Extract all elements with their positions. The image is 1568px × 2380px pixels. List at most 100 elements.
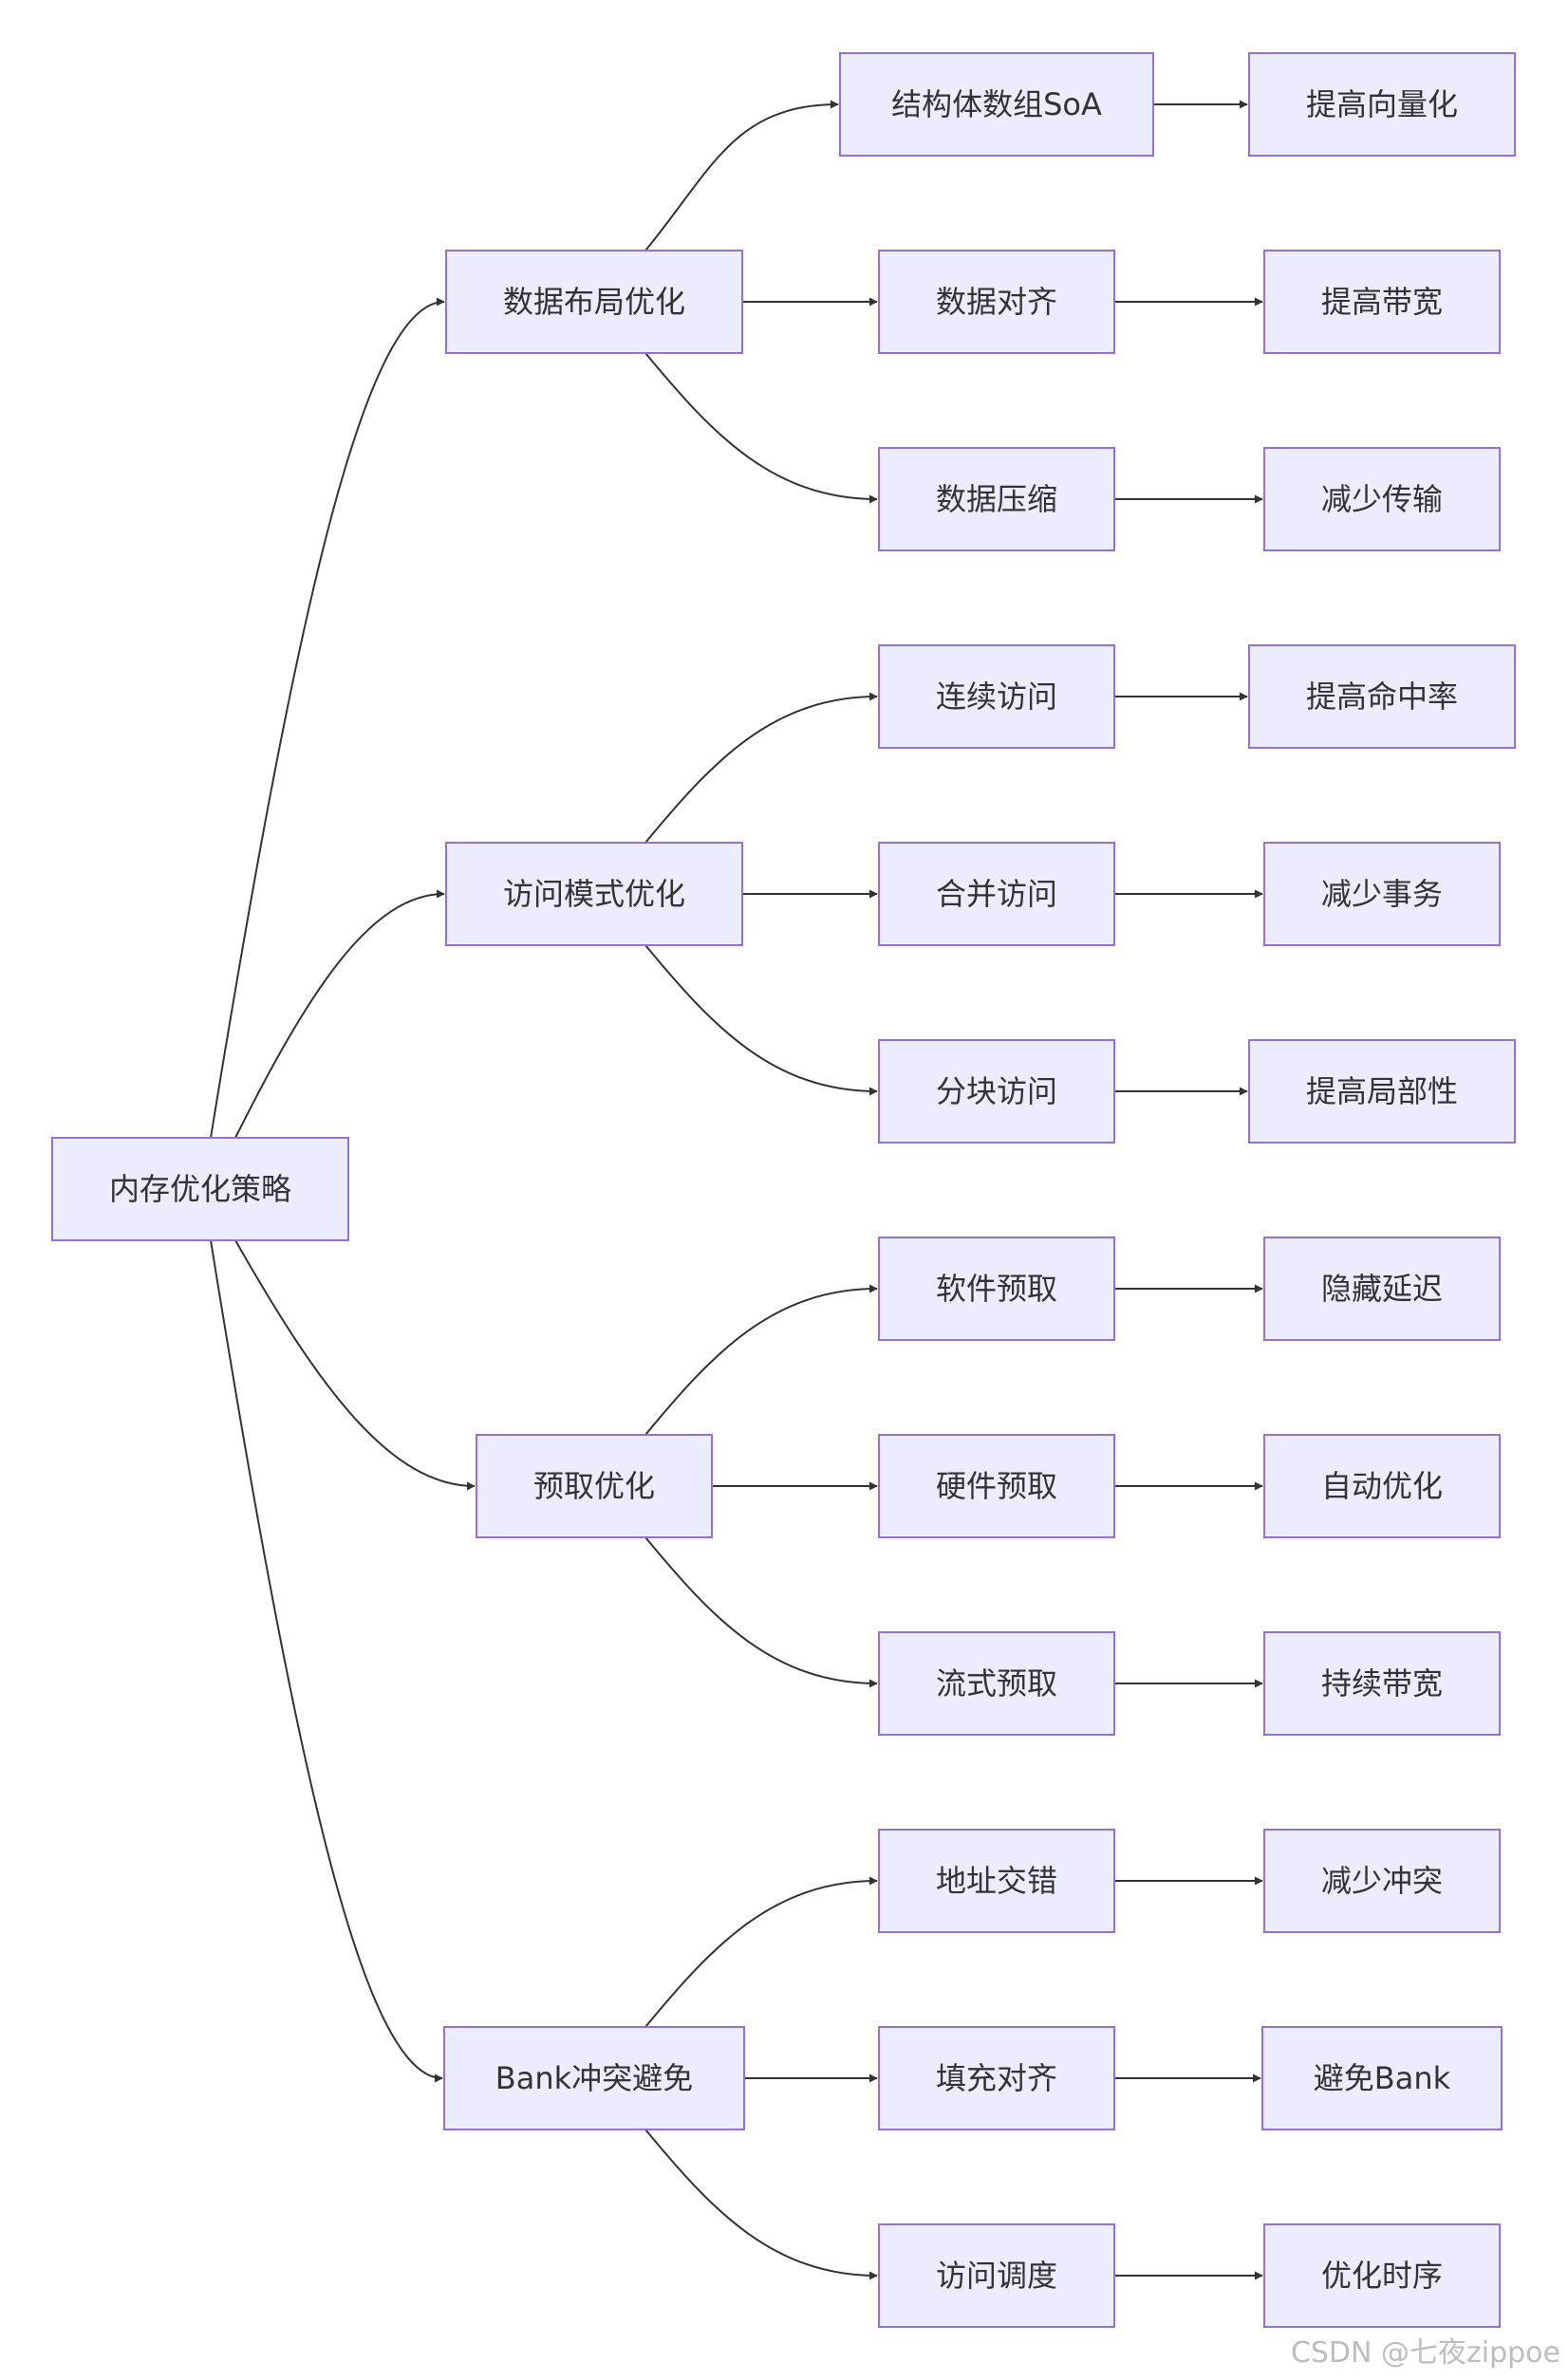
branch-node-1-box (445, 250, 743, 354)
result-node-4-3: 优化时序 (1263, 2223, 1501, 2328)
edge-root-to-branch-2 (234, 889, 445, 1139)
watermark: CSDN @七夜zippoe (1290, 2336, 1560, 2370)
child-node-3-3-label: 流式预取 (936, 1665, 1057, 1701)
result-node-2-2-box (1263, 842, 1501, 946)
edge-branch-1-to-child-3 (644, 352, 878, 504)
result-node-1-3-box (1263, 447, 1501, 551)
branch-node-3: 预取优化 (476, 1434, 713, 1538)
child-node-1-3: 数据压缩 (878, 447, 1115, 551)
edge-branch-2-to-child-1 (644, 692, 878, 844)
child-node-1-3-label: 数据压缩 (936, 481, 1057, 517)
child-node-1-2: 数据对齐 (878, 250, 1115, 354)
child-node-2-2-box (878, 842, 1115, 946)
result-node-2-1-label: 提高命中率 (1306, 679, 1458, 715)
result-node-4-2-box (1261, 2026, 1503, 2130)
branch-node-1: 数据布局优化 (445, 250, 743, 354)
result-node-2-2: 减少事务 (1263, 842, 1501, 946)
branch-node-2-box (445, 842, 743, 946)
result-node-1-1-label: 提高向量化 (1306, 86, 1458, 122)
edge-root-to-branch-3 (234, 1239, 476, 1491)
result-node-2-3-label: 提高局部性 (1306, 1073, 1458, 1109)
result-node-1-1: 提高向量化 (1248, 52, 1516, 157)
edge-branch-1-to-child-1 (644, 100, 839, 251)
branch-node-1-label: 数据布局优化 (503, 284, 685, 320)
result-node-3-1: 隐藏延迟 (1263, 1236, 1501, 1341)
child-node-4-2-box (878, 2026, 1115, 2130)
child-node-1-2-label: 数据对齐 (936, 284, 1057, 320)
root-node-box (51, 1137, 349, 1241)
child-node-1-1-label: 结构体数组SoA (891, 86, 1102, 122)
child-node-3-3-box (878, 1631, 1115, 1736)
branch-node-4-box (443, 2026, 745, 2130)
child-node-3-1-label: 软件预取 (936, 1271, 1057, 1307)
result-node-3-2-box (1263, 1434, 1501, 1538)
result-node-1-2-label: 提高带宽 (1321, 284, 1443, 320)
result-node-4-3-label: 优化时序 (1321, 2258, 1443, 2294)
result-node-2-1: 提高命中率 (1248, 644, 1516, 749)
child-node-1-1-box (839, 52, 1154, 157)
child-node-2-1: 连续访问 (878, 644, 1115, 749)
child-node-1-1: 结构体数组SoA (839, 52, 1154, 157)
edge-branch-3-to-child-1 (644, 1284, 878, 1436)
child-node-4-3: 访问调度 (878, 2223, 1115, 2328)
result-node-4-1-label: 减少冲突 (1321, 1863, 1443, 1899)
result-node-4-1-box (1263, 1829, 1501, 1933)
result-node-4-1: 减少冲突 (1263, 1829, 1501, 1933)
result-node-3-2: 自动优化 (1263, 1434, 1501, 1538)
result-node-2-3: 提高局部性 (1248, 1039, 1516, 1144)
root-node-label: 内存优化策略 (109, 1171, 291, 1207)
edges-layer (210, 100, 1263, 2280)
branch-node-4-label: Bank冲突避免 (495, 2060, 693, 2096)
branch-node-3-box (476, 1434, 713, 1538)
child-node-1-3-box (878, 447, 1115, 551)
child-node-4-1: 地址交错 (878, 1829, 1115, 1933)
edge-branch-3-to-child-3 (644, 1536, 878, 1688)
child-node-4-3-box (878, 2223, 1115, 2328)
child-node-4-2-label: 填充对齐 (936, 2060, 1057, 2096)
child-node-3-2-box (878, 1434, 1115, 1538)
child-node-2-3-box (878, 1039, 1115, 1144)
result-node-3-1-box (1263, 1236, 1501, 1341)
branch-node-4: Bank冲突避免 (443, 2026, 745, 2130)
child-node-2-1-box (878, 644, 1115, 749)
child-node-3-3: 流式预取 (878, 1631, 1115, 1736)
child-node-4-3-label: 访问调度 (936, 2258, 1057, 2294)
child-node-3-1: 软件预取 (878, 1236, 1115, 1341)
result-node-3-3-box (1263, 1631, 1501, 1736)
child-node-2-3: 分块访问 (878, 1039, 1115, 1144)
result-node-4-3-box (1263, 2223, 1501, 2328)
result-node-2-3-box (1248, 1039, 1516, 1144)
edge-root-to-branch-1 (210, 297, 445, 1139)
edge-root-to-branch-4 (210, 1239, 443, 2083)
branch-node-3-label: 预取优化 (533, 1468, 655, 1504)
child-node-2-1-label: 连续访问 (936, 679, 1057, 715)
edge-branch-2-to-child-3 (644, 944, 878, 1096)
child-node-2-3-label: 分块访问 (936, 1073, 1057, 1109)
result-node-2-1-box (1248, 644, 1516, 749)
result-node-4-2-label: 避免Bank (1314, 2060, 1451, 2096)
child-node-4-1-box (878, 1829, 1115, 1933)
result-node-1-3: 减少传输 (1263, 447, 1501, 551)
child-node-2-2: 合并访问 (878, 842, 1115, 946)
result-node-3-2-label: 自动优化 (1321, 1468, 1443, 1504)
result-node-1-2: 提高带宽 (1263, 250, 1501, 354)
result-node-1-1-box (1248, 52, 1516, 157)
result-node-3-3-label: 持续带宽 (1321, 1665, 1443, 1701)
root-node: 内存优化策略 (51, 1137, 349, 1241)
child-node-3-2-label: 硬件预取 (936, 1468, 1057, 1504)
child-node-4-2: 填充对齐 (878, 2026, 1115, 2130)
edge-branch-4-to-child-1 (644, 1876, 878, 2028)
branch-node-2-label: 访问模式优化 (503, 876, 685, 912)
result-node-1-2-box (1263, 250, 1501, 354)
child-node-4-1-label: 地址交错 (936, 1863, 1057, 1899)
result-node-2-2-label: 减少事务 (1321, 876, 1443, 912)
result-node-4-2: 避免Bank (1261, 2026, 1503, 2130)
child-node-3-2: 硬件预取 (878, 1434, 1115, 1538)
result-node-1-3-label: 减少传输 (1321, 481, 1443, 517)
child-node-3-1-box (878, 1236, 1115, 1341)
child-node-2-2-label: 合并访问 (936, 876, 1057, 912)
edge-branch-4-to-child-3 (644, 2129, 878, 2280)
child-node-1-2-box (878, 250, 1115, 354)
